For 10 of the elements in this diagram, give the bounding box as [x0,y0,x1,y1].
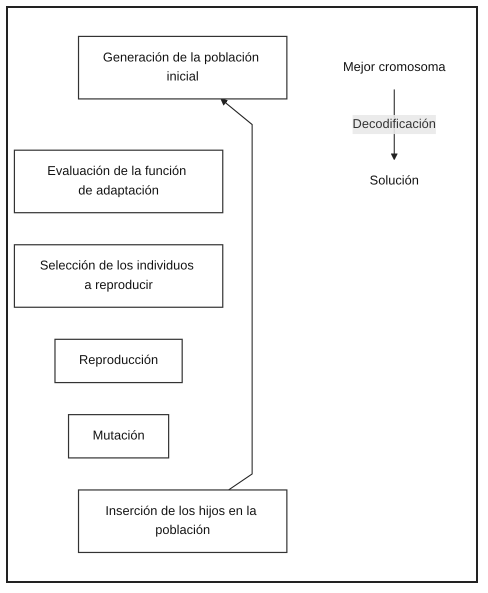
node-box [78,489,288,554]
node-box [78,36,288,100]
node-box [54,338,183,384]
node-box [68,414,170,459]
node-box [14,244,224,308]
node-text: Mejor cromosoma [342,60,446,74]
arrow [220,98,253,490]
node-text: Solución [370,174,419,188]
node-box [14,150,224,214]
diagram-frame: Decodificación Generación de la población inicial Evaluación de la función de adaptación Selección de los individuos a reproducir Reproducción Mutación Inserción de los hijos en la población Mejor cromosoma Solución [6,6,478,583]
